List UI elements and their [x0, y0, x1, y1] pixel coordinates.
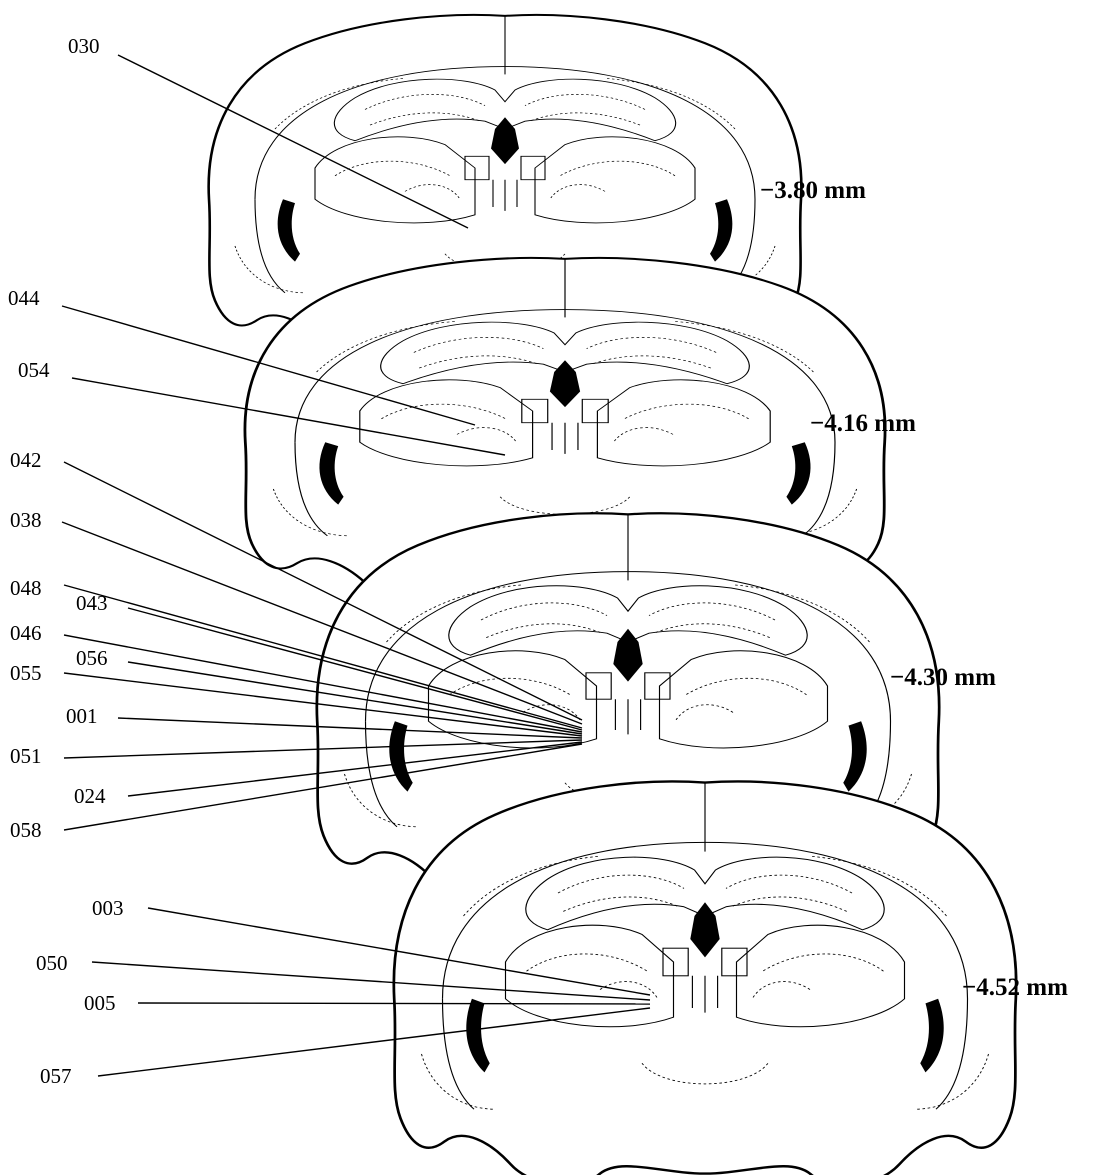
label-054: 054: [18, 358, 50, 382]
label-051: 051: [10, 744, 42, 768]
label-055: 055: [10, 661, 42, 685]
brain-section-4: [394, 781, 1016, 1175]
level-label-1: −3.80 mm: [760, 177, 866, 204]
label-043: 043: [76, 591, 108, 615]
label-038: 038: [10, 508, 42, 532]
label-005: 005: [84, 991, 116, 1015]
label-046: 046: [10, 621, 42, 645]
level-label-2: −4.16 mm: [810, 410, 916, 437]
label-003: 003: [92, 896, 124, 920]
label-057: 057: [40, 1064, 72, 1088]
label-050: 050: [36, 951, 68, 975]
level-label-3: −4.30 mm: [890, 664, 996, 691]
label-044: 044: [8, 286, 40, 310]
region-labels: 030 044 054 042 038 048 043 046 056 055 …: [8, 34, 124, 1088]
label-042: 042: [10, 448, 42, 472]
level-label-4: −4.52 mm: [962, 974, 1068, 1001]
label-030: 030: [68, 34, 100, 58]
label-048: 048: [10, 576, 42, 600]
label-058: 058: [10, 818, 42, 842]
label-024: 024: [74, 784, 106, 808]
label-056: 056: [76, 646, 108, 670]
label-001: 001: [66, 704, 98, 728]
